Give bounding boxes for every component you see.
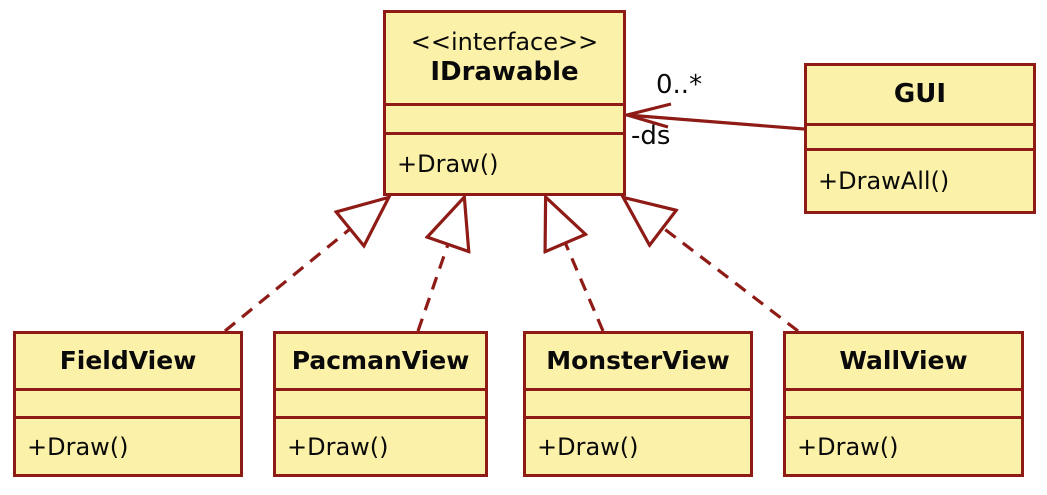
idrawable-attributes-section [386,106,623,135]
monsterview-methods-section: +Draw() [526,419,750,474]
open-arrowhead-icon [620,102,672,129]
class-box-idrawable: <<interface>> IDrawable +Draw() [383,10,626,196]
idrawable-stereotype: <<interface>> [410,27,599,56]
fieldview-methods-section: +Draw() [16,419,240,474]
wallview-attributes-section [786,391,1021,419]
pacmanview-method: +Draw() [287,432,389,461]
pacmanview-attributes-section [276,391,485,419]
monsterview-attributes-section [526,391,750,419]
fieldview-method: +Draw() [27,432,129,461]
realization-wallview-idrawable [624,198,799,333]
gui-name: GUI [893,78,947,109]
fieldview-title-section: FieldView [16,334,240,391]
gui-attributes-section [807,126,1033,151]
realization-pacmanview-idrawable [416,198,464,332]
gui-methods-section: +DrawAll() [807,151,1033,211]
fieldview-name: FieldView [59,345,197,375]
association-multiplicity-label: 0..* [656,70,703,100]
association-gui-idrawable [620,102,805,131]
idrawable-method: +Draw() [397,150,499,178]
class-box-fieldview: FieldView +Draw() [13,331,243,477]
wallview-name: WallView [839,345,968,375]
monsterview-method: +Draw() [537,432,639,461]
monsterview-name: MonsterView [546,345,730,375]
idrawable-name: IDrawable [430,56,579,87]
wallview-method: +Draw() [797,432,899,461]
gui-title-section: GUI [807,66,1033,126]
association-role-label: -ds [631,121,671,151]
gui-method: +DrawAll() [818,167,950,195]
pacmanview-title-section: PacmanView [276,334,485,391]
fieldview-attributes-section [16,391,240,419]
pacmanview-methods-section: +Draw() [276,419,485,474]
class-box-gui: GUI +DrawAll() [804,63,1036,214]
class-box-wallview: WallView +Draw() [783,331,1024,477]
realization-fieldview-idrawable [223,198,388,333]
wallview-methods-section: +Draw() [786,419,1021,474]
class-box-monsterview: MonsterView +Draw() [523,331,753,477]
idrawable-methods-section: +Draw() [386,135,623,193]
wallview-title-section: WallView [786,334,1021,391]
pacmanview-name: PacmanView [291,345,470,375]
class-box-pacmanview: PacmanView +Draw() [273,331,488,477]
realization-monsterview-idrawable [546,198,605,332]
monsterview-title-section: MonsterView [526,334,750,391]
idrawable-title-section: <<interface>> IDrawable [386,13,623,106]
